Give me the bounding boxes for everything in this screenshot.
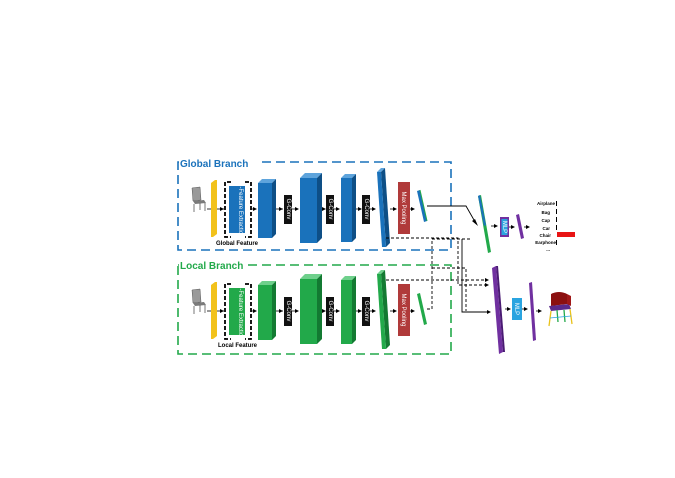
- global-gconv-1: G-Conv: [285, 199, 291, 220]
- cls-output-vector: [516, 214, 524, 239]
- global-gconv-3: G-Conv: [363, 199, 369, 220]
- local-max-pooling-label: Max Pooling: [400, 293, 406, 326]
- local-feature-extraction-label: RI-Feature Extraction: [237, 282, 243, 339]
- seg-mlp-block: [512, 298, 522, 320]
- classification-head: MLP Airplane Bag Cap Car Chair Earphone …: [478, 195, 575, 253]
- chair-input-icon: [191, 288, 206, 314]
- local-layer-4: [377, 270, 390, 349]
- seg-concat-block: [492, 266, 503, 354]
- local-feature-extraction-block: [229, 288, 245, 335]
- global-branch: Global Branch RI-Feature Extraction Glob…: [177, 156, 452, 251]
- class-score-bars: [556, 201, 557, 245]
- global-max-pooling-block: [398, 182, 410, 234]
- chair-score-highlight: [557, 232, 575, 237]
- global-max-pooling-label: Max Pooling: [400, 191, 406, 224]
- class-label-earphone: Earphone: [535, 240, 556, 245]
- local-branch-border: [177, 264, 452, 355]
- local-layer-2: [300, 274, 322, 344]
- global-layer-3: [341, 174, 356, 242]
- global-branch-title: Global Branch: [180, 159, 248, 170]
- class-label-chair: Chair: [539, 233, 551, 238]
- global-layer-4: [377, 168, 390, 247]
- local-feature-vector: [417, 293, 427, 325]
- segmentation-head: MLP: [492, 266, 573, 354]
- local-gconv-2: G-Conv: [327, 301, 333, 322]
- connections: [386, 205, 490, 313]
- chair-input-icon: [191, 186, 206, 212]
- global-feature-vector: [417, 190, 427, 222]
- class-label-airplane: Airplane: [537, 201, 556, 206]
- local-gconv-1: G-Conv: [285, 301, 291, 322]
- global-feature-caption: Global Feature: [216, 241, 259, 247]
- local-layer-1: [258, 281, 276, 340]
- class-label-bag: Bag: [541, 210, 550, 215]
- global-gconv-2: G-Conv: [327, 199, 333, 220]
- local-max-pooling-block: [398, 284, 410, 336]
- local-input-points: [211, 282, 217, 339]
- global-input-points: [211, 180, 217, 237]
- global-feature-extraction-block: [229, 186, 245, 233]
- class-label-more: ...: [546, 247, 550, 252]
- local-feature-caption: Local Feature: [218, 343, 258, 349]
- class-label-cap: Cap: [541, 218, 550, 223]
- local-layer-3: [341, 276, 356, 344]
- local-branch: Local Branch RI-Feature Extraction Local…: [177, 258, 452, 355]
- global-layer-2: [300, 173, 322, 243]
- segmented-chair-icon: [548, 292, 573, 327]
- seg-mlp-label: MLP: [513, 303, 519, 315]
- global-layer-1: [258, 179, 276, 238]
- cls-mlp-label: MLP: [501, 221, 507, 233]
- seg-output-block: [529, 282, 536, 341]
- class-score-list: Airplane Bag Cap Car Chair Earphone ...: [535, 201, 556, 252]
- local-branch-title: Local Branch: [180, 261, 243, 272]
- local-gconv-3: G-Conv: [363, 301, 369, 322]
- global-feature-extraction-label: RI-Feature Extraction: [237, 180, 243, 237]
- class-label-car: Car: [542, 226, 550, 231]
